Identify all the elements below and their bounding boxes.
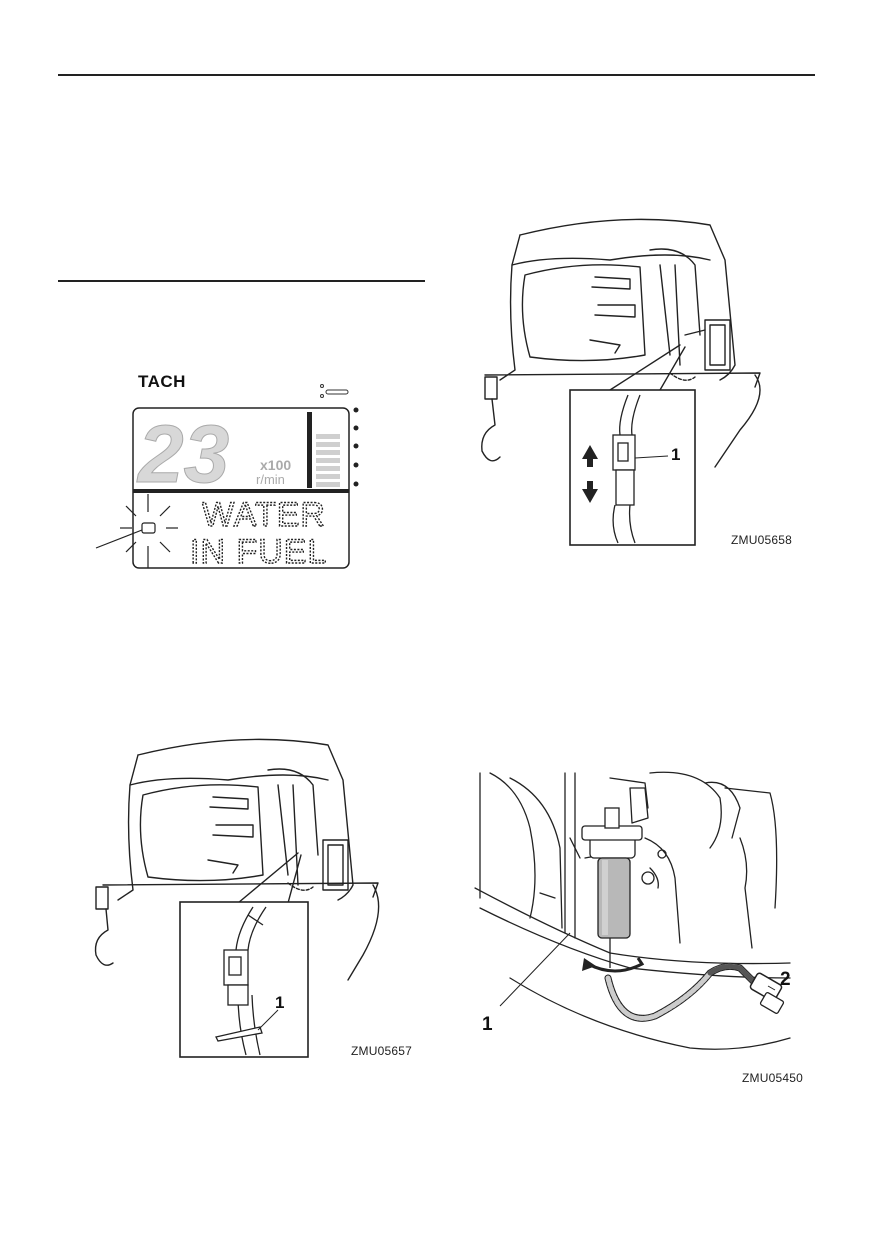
figure-code: ZMU05658 [731,533,792,547]
water-warning-icon [95,494,178,568]
header-rule [58,74,815,76]
tach-message-line2: IN FUEL [190,533,327,571]
rotation-arrow-icon [582,957,645,973]
section-rule [58,280,425,282]
callout-1: 1 [275,993,284,1012]
callout-2: 2 [780,969,791,990]
callout-1: 1 [671,445,680,464]
callout-1: 1 [482,1014,493,1035]
engine-figure-connector-bottom: 1 [94,738,380,1058]
tach-message-line1: WATER [202,496,326,534]
fuel-filter-figure: 1 2 [474,771,791,1050]
figure-code: ZMU05657 [351,1044,412,1058]
tach-label: TACH [138,372,186,391]
connector [749,972,783,1002]
tach-display-figure: 23 x100 r/min WATER IN FUEL [95,384,359,572]
engine-figure-connector-top: 1 [481,218,761,546]
figure-code: ZMU05450 [742,1071,803,1085]
fuel-filter-icon [320,384,349,398]
double-arrow-icon [582,445,598,503]
tach-unit-top: x100 [260,457,291,473]
tach-unit-bottom: r/min [256,472,285,487]
tach-digits: 23 [136,409,229,500]
